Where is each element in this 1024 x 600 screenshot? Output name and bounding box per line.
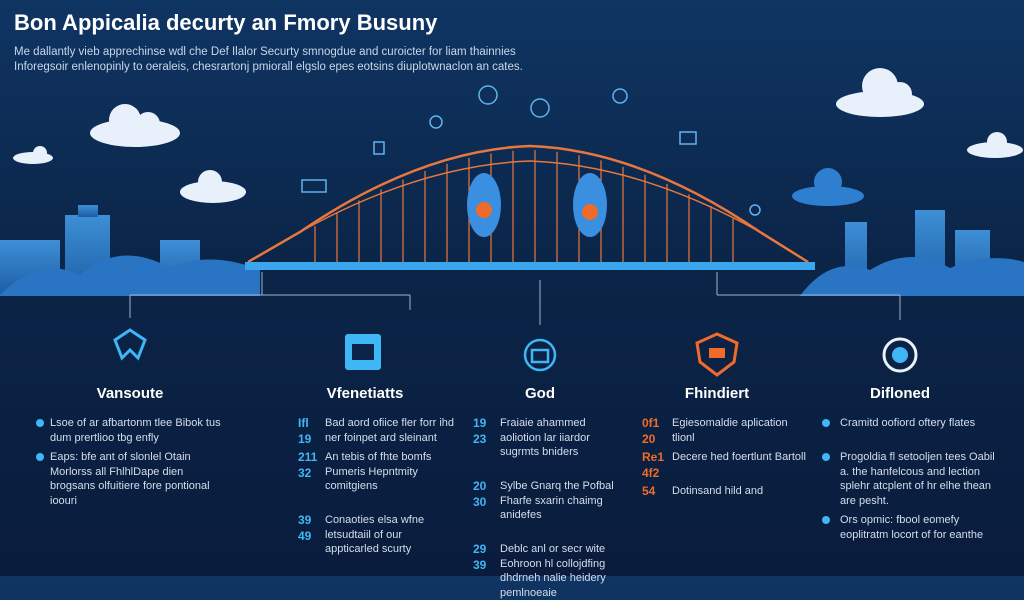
item-number: 49 bbox=[298, 529, 312, 543]
bullet-icon bbox=[36, 453, 44, 461]
page-title: Bon Appicalia decurty an Fmory Busuny bbox=[14, 10, 438, 35]
item-number: 20 bbox=[642, 432, 656, 446]
alert-shield-icon bbox=[695, 332, 739, 377]
item-number: 39 bbox=[473, 558, 487, 572]
item-number: 20 bbox=[473, 479, 487, 493]
column-item-text: Eaps: bfe ant of slonlel Otain Morlorss … bbox=[50, 451, 210, 507]
cloud-icons bbox=[13, 68, 1023, 203]
city-skyline-right bbox=[800, 210, 1024, 296]
column-title: Vfenetiatts bbox=[326, 385, 404, 402]
column-item-text: Sylbe Gnarq the Pofbal Fharfe sxarin cha… bbox=[500, 480, 614, 521]
column-title: God bbox=[525, 385, 555, 402]
item-number: 30 bbox=[473, 495, 487, 509]
lock-icon bbox=[523, 338, 557, 372]
column-item-text: Fraiaie ahammed aoliotion lar iiardor su… bbox=[500, 417, 590, 458]
item-number: 211 bbox=[298, 450, 318, 464]
bullet-icon bbox=[822, 419, 830, 427]
item-number: Ifl bbox=[298, 416, 309, 430]
item-number: Re1 bbox=[642, 450, 665, 464]
column-item-text: Bad aord ofiice fler forr ihd ner foinpe… bbox=[325, 417, 455, 444]
floating-icons bbox=[301, 85, 761, 216]
shield-chevron-icon bbox=[113, 328, 147, 361]
column-item-text: Egiesomaldie aplication tlionl bbox=[672, 417, 788, 444]
column-item-text: Progoldia fl setooljen tees Oabil a. the… bbox=[840, 451, 995, 507]
column-item-text: Cramitd oofiord oftery flates bbox=[840, 417, 976, 429]
subtitle-line-1: Me dallantly vieb apprechinse wdl che De… bbox=[14, 46, 516, 58]
bullet-icon bbox=[822, 453, 830, 461]
column-item-text: Ors opmic: fbool eomefy eoplitratm locor… bbox=[840, 514, 984, 541]
item-number: 23 bbox=[473, 432, 487, 446]
column-item-text: Lsoe of ar afbartonm tlee Bibok tus dum … bbox=[50, 417, 221, 444]
column-item-text: Decere hed foertlunt Bartoll bbox=[672, 451, 806, 463]
item-number: 32 bbox=[298, 466, 312, 480]
item-number: 4f2 bbox=[642, 466, 660, 480]
bullet-icon bbox=[36, 419, 44, 427]
item-number: 19 bbox=[473, 416, 487, 430]
column-title: Fhindiert bbox=[684, 385, 750, 402]
document-icon bbox=[345, 334, 381, 370]
item-number: 29 bbox=[473, 542, 487, 556]
connector-lines bbox=[129, 272, 901, 325]
item-number: 0f1 bbox=[642, 416, 660, 430]
column-item-text: Deblc anl or secr wite Eohroon hl colloj… bbox=[500, 543, 606, 599]
column-title: Vansoute bbox=[96, 385, 164, 402]
item-number: 54 bbox=[642, 484, 656, 498]
bridge-scene bbox=[0, 68, 1024, 377]
column-item-text: Conaoties elsa wfne letsudtaiil of our a… bbox=[325, 514, 425, 555]
subtitle-line-2: Inforegsoir enlenopinly to oeraleis, che… bbox=[14, 61, 523, 73]
bridge-deck bbox=[245, 262, 815, 270]
watch-icon bbox=[882, 337, 918, 373]
column-item-text: Dotinsand hild and bbox=[672, 485, 764, 497]
column-item-text: An tebis of fhte bomfs Pumeris Hepntmity… bbox=[325, 451, 432, 492]
bullet-icon bbox=[822, 516, 830, 524]
tower-emblems bbox=[467, 173, 607, 237]
column-title: Difloned bbox=[870, 385, 930, 402]
bridge bbox=[247, 144, 809, 264]
item-number: 39 bbox=[298, 513, 312, 527]
item-number: 19 bbox=[298, 432, 312, 446]
city-skyline-left bbox=[0, 205, 260, 296]
